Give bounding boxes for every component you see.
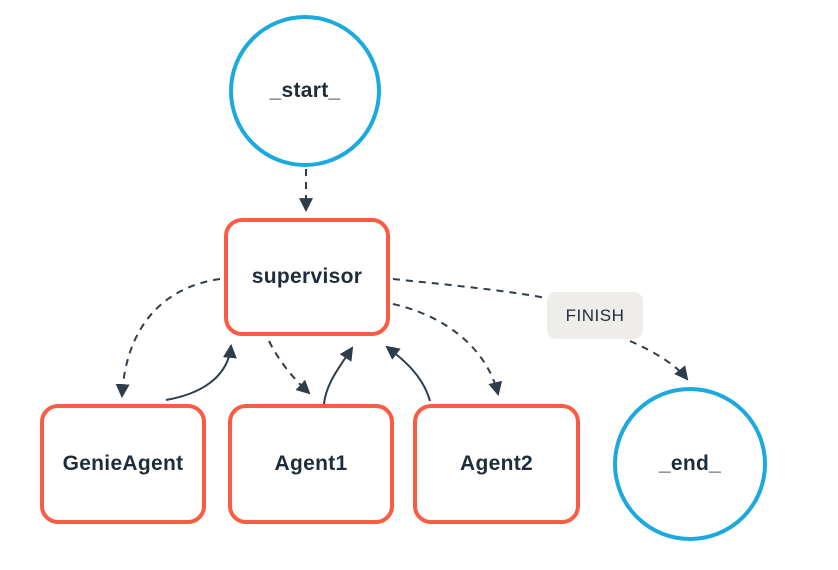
edge-supervisor->agent1 — [268, 340, 311, 395]
node-supervisor-label: supervisor — [251, 265, 363, 288]
edge-paths — [115, 169, 689, 405]
node-agent1: Agent1 — [228, 404, 394, 524]
node-start: _start_ — [229, 15, 381, 167]
edge-supervisor->genie — [115, 278, 221, 399]
node-start-label: _start_ — [269, 79, 341, 102]
node-agent2-label: Agent2 — [460, 452, 533, 475]
edge-genie->supervisor — [165, 343, 237, 401]
edge-agent1->supervisor — [323, 346, 354, 405]
node-agent2: Agent2 — [413, 404, 580, 524]
edge-label-finish-text: FINISH — [565, 305, 625, 325]
node-genie-agent: GenieAgent — [40, 404, 206, 524]
node-supervisor: supervisor — [224, 218, 390, 336]
node-genie-agent-label: GenieAgent — [62, 452, 184, 475]
node-end: _end_ — [613, 387, 767, 541]
node-end-label: _end_ — [658, 452, 722, 475]
node-agent1-label: Agent1 — [274, 452, 348, 475]
edge-supervisor->finish — [392, 278, 557, 301]
edge-agent2->supervisor — [385, 345, 431, 402]
edge-label-finish: FINISH — [547, 292, 643, 339]
edge-finish->end — [629, 340, 689, 381]
edge-supervisor->agent2 — [392, 303, 503, 397]
